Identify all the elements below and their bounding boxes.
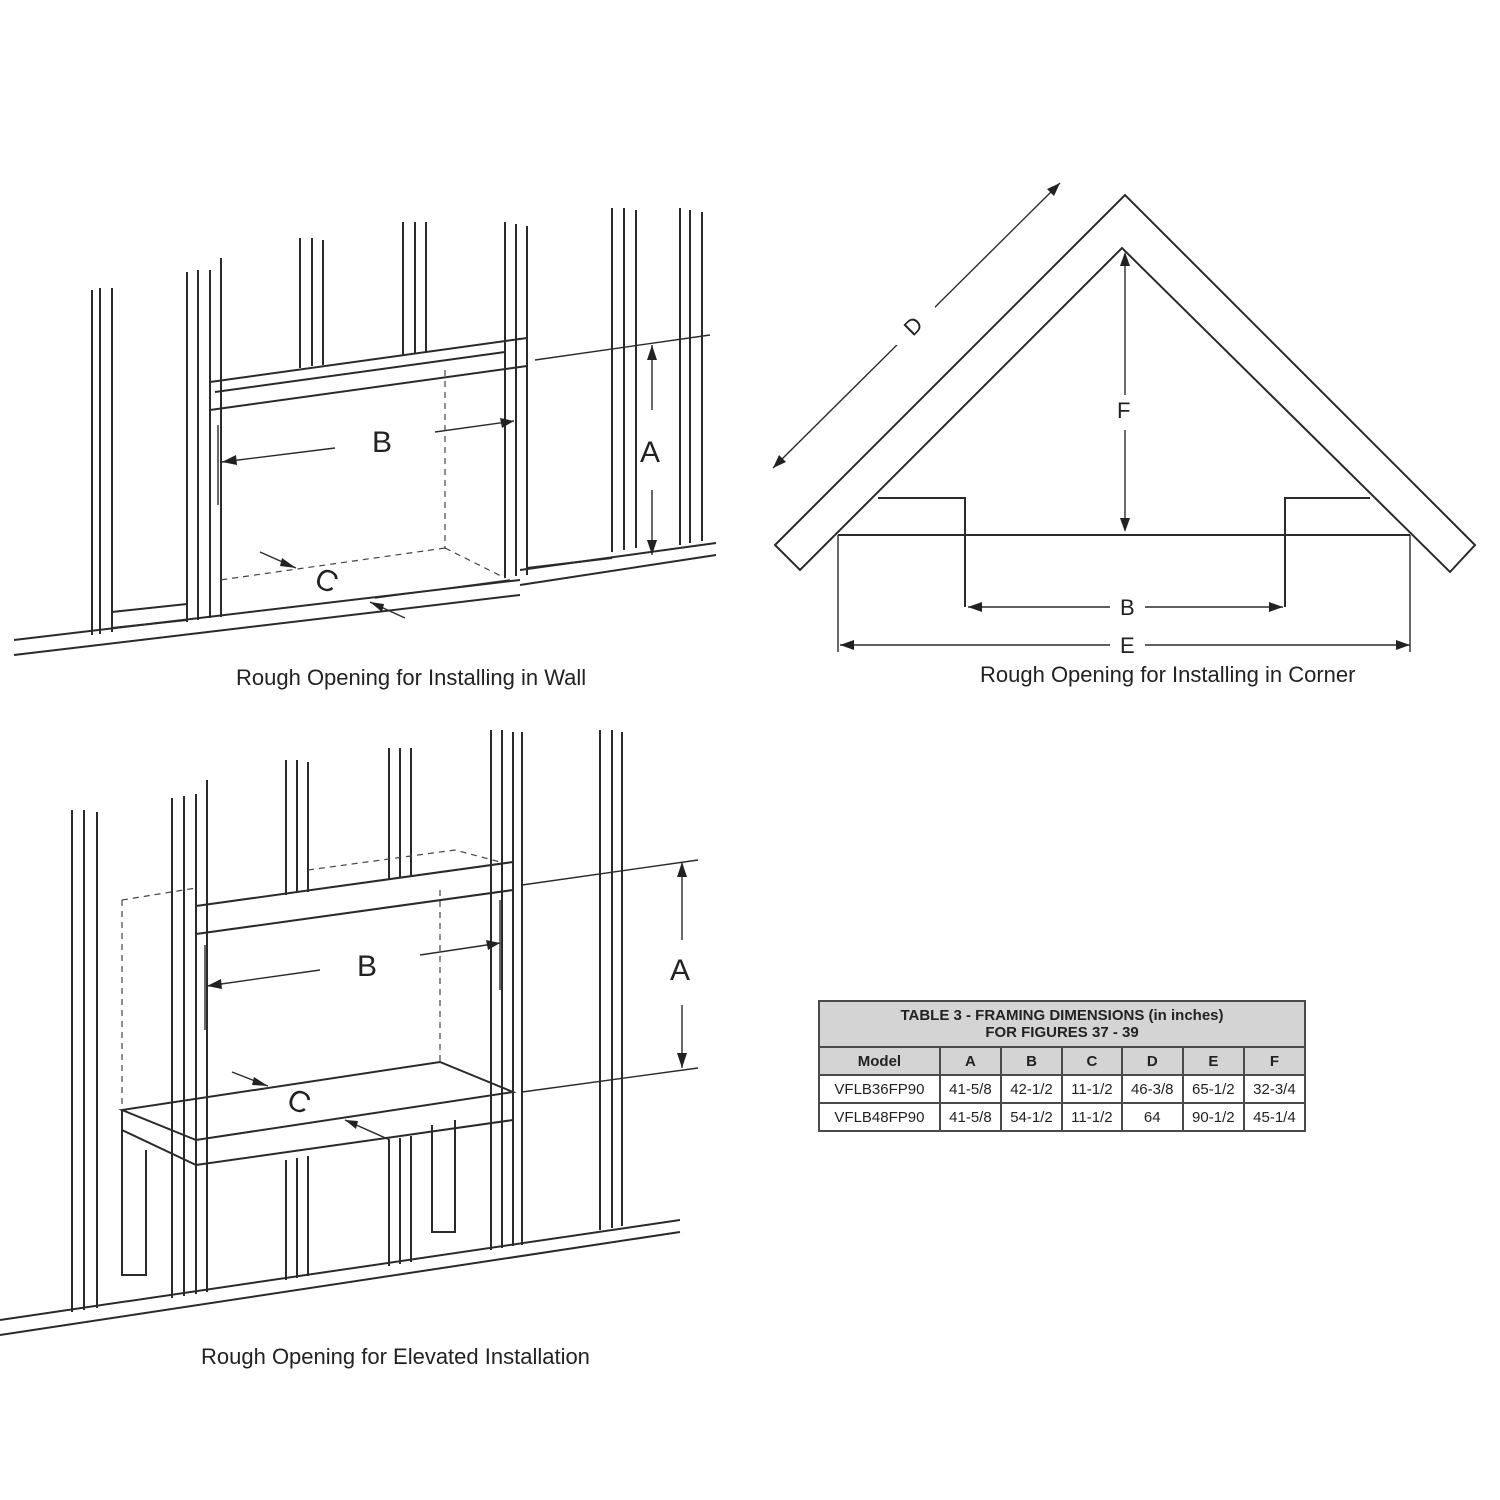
wall-label-b: B: [372, 426, 392, 459]
table-cell: 41-5/8: [938, 1074, 1002, 1104]
table-cell: 42-1/2: [999, 1074, 1064, 1104]
table-title-line2: FOR FIGURES 37 - 39: [985, 1024, 1139, 1041]
column-header: A: [938, 1046, 1002, 1076]
table-cell: 46-3/8: [1120, 1074, 1184, 1104]
table-cell: 90-1/2: [1181, 1102, 1245, 1132]
corner-figure-caption: Rough Opening for Installing in Corner: [980, 662, 1356, 687]
table-cell: 32-3/4: [1242, 1074, 1307, 1104]
elevated-framing-diagram: B A C: [0, 730, 699, 1336]
wall-figure-caption: Rough Opening for Installing in Wall: [236, 665, 587, 690]
table-cell: 11-1/2: [1061, 1074, 1123, 1104]
table-cell: 64: [1120, 1102, 1184, 1132]
framing-dimensions-table: TABLE 3 - FRAMING DIMENSIONS (in inches)…: [818, 1000, 1307, 1132]
wall-label-a: A: [640, 436, 660, 469]
column-header: Model: [818, 1046, 941, 1076]
table-title-line1: TABLE 3 - FRAMING DIMENSIONS (in inches): [900, 1007, 1224, 1024]
corner-label-e: E: [1120, 633, 1135, 658]
table-row: VFLB48FP90 41-5/8 54-1/2 11-1/2 64 90-1/…: [818, 1102, 1307, 1132]
corner-framing-diagram: D F B E: [772, 182, 1477, 658]
table-title: TABLE 3 - FRAMING DIMENSIONS (in inches)…: [818, 1000, 1306, 1048]
table-cell: VFLB48FP90: [818, 1102, 941, 1132]
table-cell: VFLB36FP90: [818, 1074, 941, 1104]
table-header-row: Model A B C D E F: [818, 1046, 1307, 1076]
column-header: F: [1242, 1046, 1307, 1076]
corner-label-b: B: [1120, 595, 1135, 620]
table-cell: 41-5/8: [938, 1102, 1002, 1132]
table-cell: 11-1/2: [1061, 1102, 1123, 1132]
elevated-figure-caption: Rough Opening for Elevated Installation: [201, 1344, 590, 1369]
wall-label-c: C: [310, 561, 344, 600]
elevated-label-a: A: [670, 954, 690, 987]
elevated-label-c: C: [282, 1082, 316, 1121]
elevated-label-b: B: [357, 950, 377, 983]
column-header: C: [1061, 1046, 1123, 1076]
table-cell: 45-1/4: [1242, 1102, 1307, 1132]
column-header: D: [1120, 1046, 1184, 1076]
table-row: VFLB36FP90 41-5/8 42-1/2 11-1/2 46-3/8 6…: [818, 1074, 1307, 1104]
column-header: E: [1181, 1046, 1245, 1076]
wall-framing-diagram: B A C: [13, 208, 717, 656]
table-cell: 54-1/2: [999, 1102, 1064, 1132]
column-header: B: [999, 1046, 1064, 1076]
table-title-row: TABLE 3 - FRAMING DIMENSIONS (in inches)…: [818, 1000, 1306, 1048]
corner-label-f: F: [1117, 398, 1130, 423]
table-cell: 65-1/2: [1181, 1074, 1245, 1104]
